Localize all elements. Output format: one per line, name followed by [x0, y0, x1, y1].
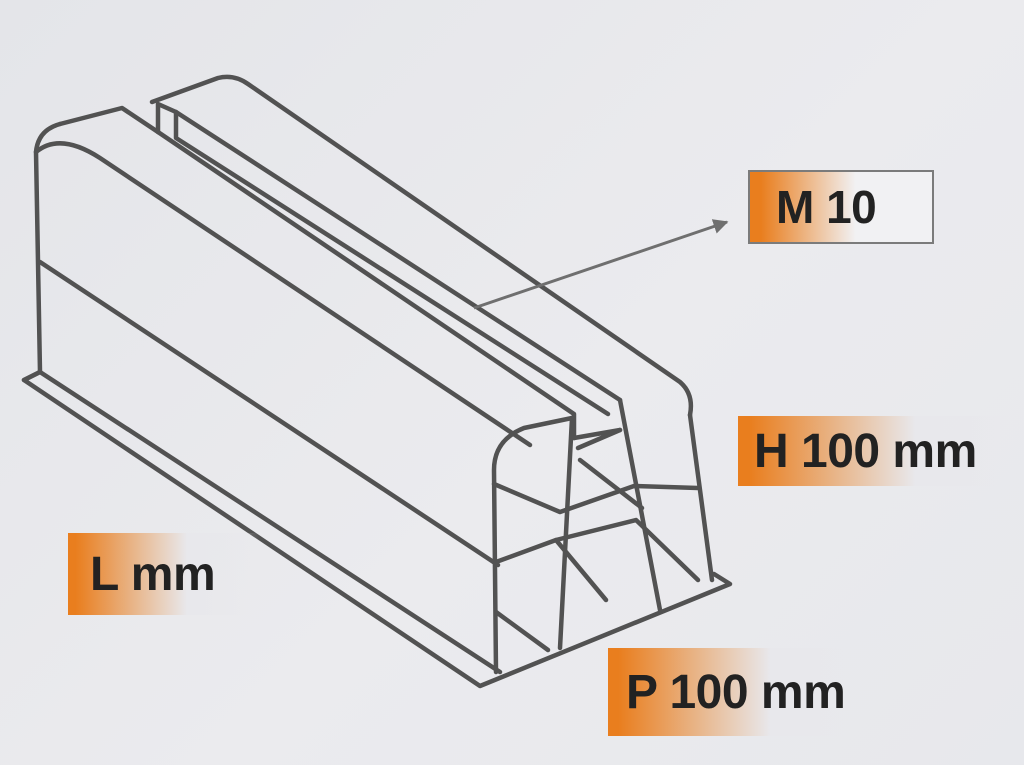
- m10-label: M 10: [748, 170, 934, 244]
- front-left-tip: [557, 415, 575, 651]
- rail-outer-top: [149, 74, 694, 418]
- front-profile: [491, 415, 575, 675]
- depth-label-text: P 100 mm: [626, 665, 846, 719]
- m10-label-text: M 10: [776, 181, 877, 233]
- left-outer-edge: [33, 121, 63, 375]
- depth-label: P 100 mm: [608, 648, 870, 736]
- rail-groove-b: [173, 109, 611, 417]
- pointer-arrow: [473, 219, 729, 310]
- base-flange-edge: [21, 369, 503, 675]
- front-cross-1: [575, 427, 623, 451]
- front-cross-3: [577, 457, 645, 511]
- rail-groove-a: [155, 101, 623, 403]
- height-label: H 100 mm: [738, 416, 1024, 486]
- front-cross-4: [493, 537, 609, 603]
- front-right-post: [687, 412, 715, 583]
- front-cross-5: [553, 517, 701, 583]
- length-label-text: L mm: [90, 547, 216, 601]
- length-label: L mm: [68, 533, 260, 615]
- front-cross-2: [491, 481, 701, 515]
- left-top-edge: [57, 105, 161, 135]
- left-mid-edge: [37, 259, 501, 568]
- front-cross-6: [493, 609, 551, 653]
- left-rib-top: [33, 141, 533, 448]
- rail-groove-c: [155, 129, 577, 441]
- height-label-text: H 100 mm: [754, 424, 977, 478]
